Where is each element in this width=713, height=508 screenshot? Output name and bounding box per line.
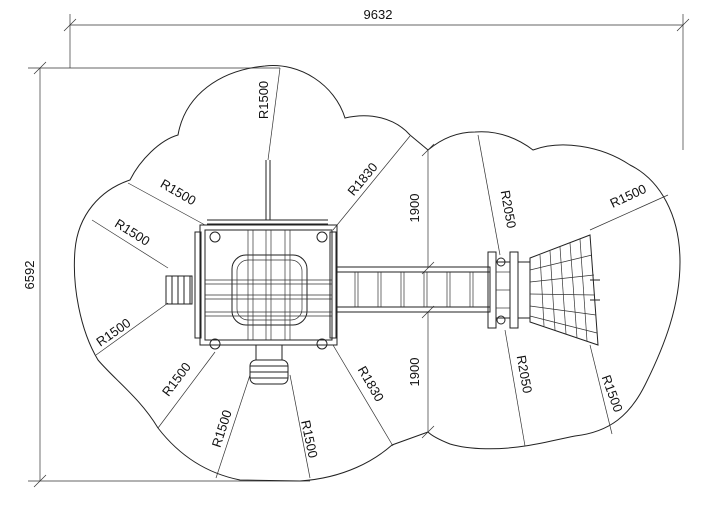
right-platform	[487, 251, 530, 329]
radius-label-left: R1500	[112, 216, 152, 249]
radius-label-upper-right-tower: R1830	[344, 160, 380, 199]
radius-label-upper-left: R1500	[158, 176, 199, 208]
radius-lines	[91, 67, 669, 479]
gap-label-bottom: 1900	[407, 358, 422, 387]
bridge-gap-dimensions	[421, 143, 435, 439]
radius-label-bottom-center: R1500	[298, 419, 321, 460]
left-climber	[165, 275, 193, 305]
overall-height-dimension: 6592	[22, 61, 310, 488]
bottom-steps	[249, 345, 289, 385]
radius-label-lower-right-tower: R1830	[355, 363, 387, 404]
right-safety-zone-outline	[427, 131, 681, 450]
climbing-net	[529, 234, 600, 346]
left-safety-zone-outline	[73, 65, 429, 482]
radius-label-right-lower: R2050	[514, 354, 535, 394]
overall-width-dimension: 9632	[63, 7, 690, 150]
radius-label-far-right-bottom: R1500	[599, 373, 626, 414]
radius-label-top: R1500	[256, 81, 271, 119]
radius-label-bottom-left-b: R1500	[209, 408, 235, 449]
radius-label-bottom-left-a: R1500	[159, 359, 194, 399]
overall-width-label: 9632	[364, 7, 393, 22]
radius-label-right-upper: R2050	[498, 189, 519, 229]
overall-height-label: 6592	[22, 261, 37, 290]
bridge	[336, 266, 491, 313]
main-tower	[194, 160, 338, 350]
gap-label-top: 1900	[407, 194, 422, 223]
